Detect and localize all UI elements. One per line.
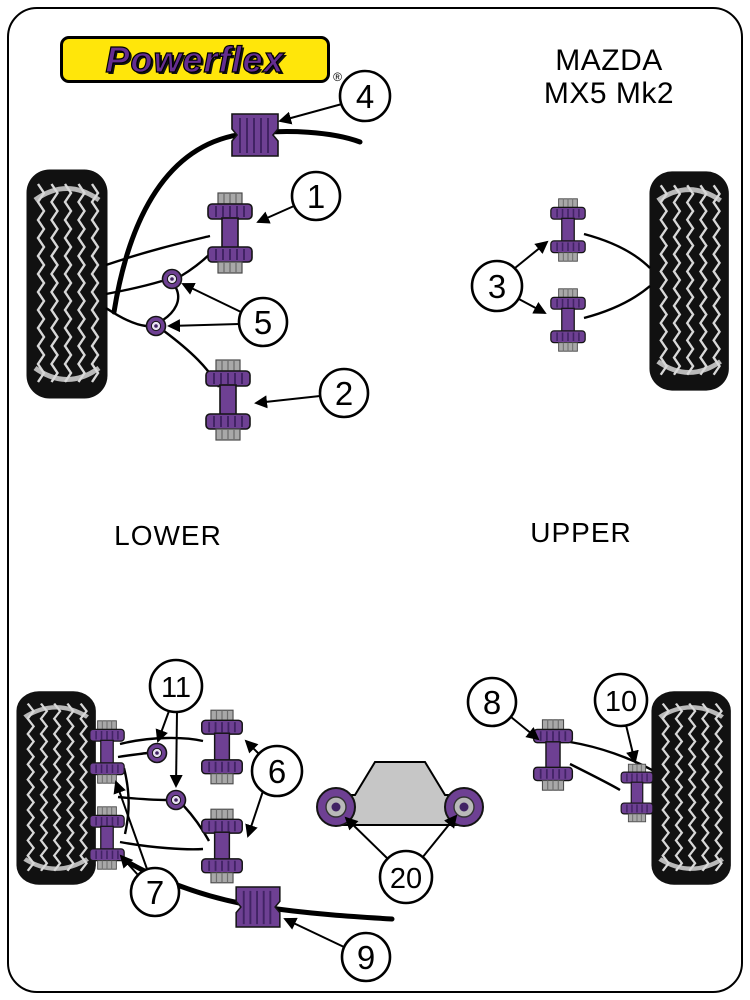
leader-7b	[113, 780, 148, 870]
leader-11b	[169, 711, 183, 788]
tire-front-left	[27, 170, 108, 399]
leader-2	[254, 395, 321, 409]
rear-arm-line-6	[122, 767, 130, 835]
callout-9: 9	[340, 931, 392, 983]
label-upper: UPPER	[530, 517, 632, 548]
anti-roll-bar-bush-4	[231, 113, 279, 157]
callout-11-number: 11	[161, 672, 191, 704]
callout-4: 4	[338, 69, 392, 123]
bushing-10	[620, 763, 654, 823]
diff-mount-20	[316, 761, 484, 827]
leader-3b	[516, 297, 547, 314]
callout-8-number: 8	[483, 684, 501, 721]
callout-20-number: 20	[390, 863, 422, 895]
leader-11a	[155, 710, 170, 743]
tire-rear-left	[16, 691, 95, 885]
leader-20a	[344, 816, 389, 860]
callout-11: 11	[148, 658, 204, 714]
front-lower-arm-line-2	[105, 279, 163, 296]
bushing-6a	[200, 709, 244, 785]
powerflex-logo: Powerflex ®	[60, 36, 342, 84]
callout-4-circle	[338, 69, 392, 123]
leader-1	[256, 205, 295, 224]
callout-7-circle	[129, 866, 181, 918]
callout-6-circle	[250, 744, 304, 798]
bushing-6b	[200, 808, 244, 884]
mount-plate	[337, 761, 463, 826]
tire-rear-right	[651, 691, 730, 885]
bushing-3b	[550, 288, 586, 352]
callout-5-circle	[237, 296, 289, 348]
callout-2: 2	[318, 367, 370, 419]
leader-7a	[119, 854, 139, 876]
leader-10	[625, 724, 639, 764]
callout-9-number: 9	[357, 939, 375, 976]
callout-3-number: 3	[488, 268, 506, 305]
leader-9	[283, 917, 345, 948]
callout-5-number: 5	[254, 304, 272, 341]
callout-6-number: 6	[268, 753, 286, 790]
front-anti-roll-bar	[111, 129, 363, 315]
front-lower-arm-line-6	[162, 287, 180, 321]
bushing-8	[532, 718, 574, 792]
callout-1: 1	[290, 170, 342, 222]
callout-2-circle	[318, 367, 370, 419]
rear-arm-line-5	[182, 804, 211, 842]
leader-6b	[245, 790, 264, 838]
label-lower: LOWER	[114, 520, 222, 551]
rear-arm-line-1	[119, 736, 204, 746]
front-lower-arm-line-1	[105, 234, 211, 267]
rear-arm-line-3	[117, 751, 148, 759]
callout-3-circle	[470, 259, 524, 313]
mount-bush-20a	[316, 787, 356, 827]
callout-9-circle	[340, 931, 392, 983]
tire-front-right	[649, 171, 728, 390]
callout-8-circle	[466, 676, 518, 728]
front-upper-arm-line-2	[583, 285, 651, 320]
leader-5b	[167, 319, 240, 333]
callout-7: 7	[129, 866, 181, 918]
callout-7-number: 7	[146, 874, 164, 911]
callout-1-number: 1	[307, 178, 325, 215]
vehicle-title: MAZDA MX5 Mk2	[497, 44, 721, 110]
round-bush-5a	[161, 268, 183, 290]
callout-6: 6	[250, 744, 304, 798]
vehicle-model: MX5 Mk2	[543, 77, 675, 110]
callout-4-number: 4	[356, 78, 374, 115]
callout-10-circle	[593, 672, 649, 728]
leader-8	[510, 716, 540, 741]
leader-6a	[244, 739, 260, 755]
callout-1-circle	[290, 170, 342, 222]
front-upper-arm-line-1	[583, 232, 651, 269]
front-lower-arm-line-4	[105, 307, 147, 328]
callout-11-circle	[148, 658, 204, 714]
callout-8: 8	[466, 676, 518, 728]
callout-10-number: 10	[605, 686, 637, 718]
registered-trademark: ®	[333, 70, 342, 84]
leader-3a	[514, 240, 549, 269]
bushing-1	[207, 192, 253, 274]
vehicle-make: MAZDA	[555, 44, 663, 77]
leader-5a	[181, 282, 242, 313]
bushing-2	[205, 359, 251, 441]
callout-3: 3	[470, 259, 524, 313]
bushing-3a	[550, 198, 586, 262]
rear-arm-line-8	[569, 762, 621, 792]
mount-bush-20b	[444, 787, 484, 827]
round-bush-11b	[165, 789, 187, 811]
powerflex-logo-text: Powerflex	[105, 38, 285, 80]
callout-2-number: 2	[335, 375, 353, 412]
leader-4	[278, 103, 343, 125]
rear-arm-line-4	[117, 795, 167, 802]
callout-20-circle	[378, 849, 434, 905]
round-bush-11a	[146, 742, 168, 764]
round-bush-5b	[145, 315, 167, 337]
callout-10: 10	[593, 672, 649, 728]
callout-20: 20	[378, 849, 434, 905]
callout-5: 5	[237, 296, 289, 348]
leader-20b	[421, 814, 458, 859]
anti-roll-bar-bush-9	[235, 886, 281, 928]
rear-arm-line-2	[119, 840, 204, 851]
